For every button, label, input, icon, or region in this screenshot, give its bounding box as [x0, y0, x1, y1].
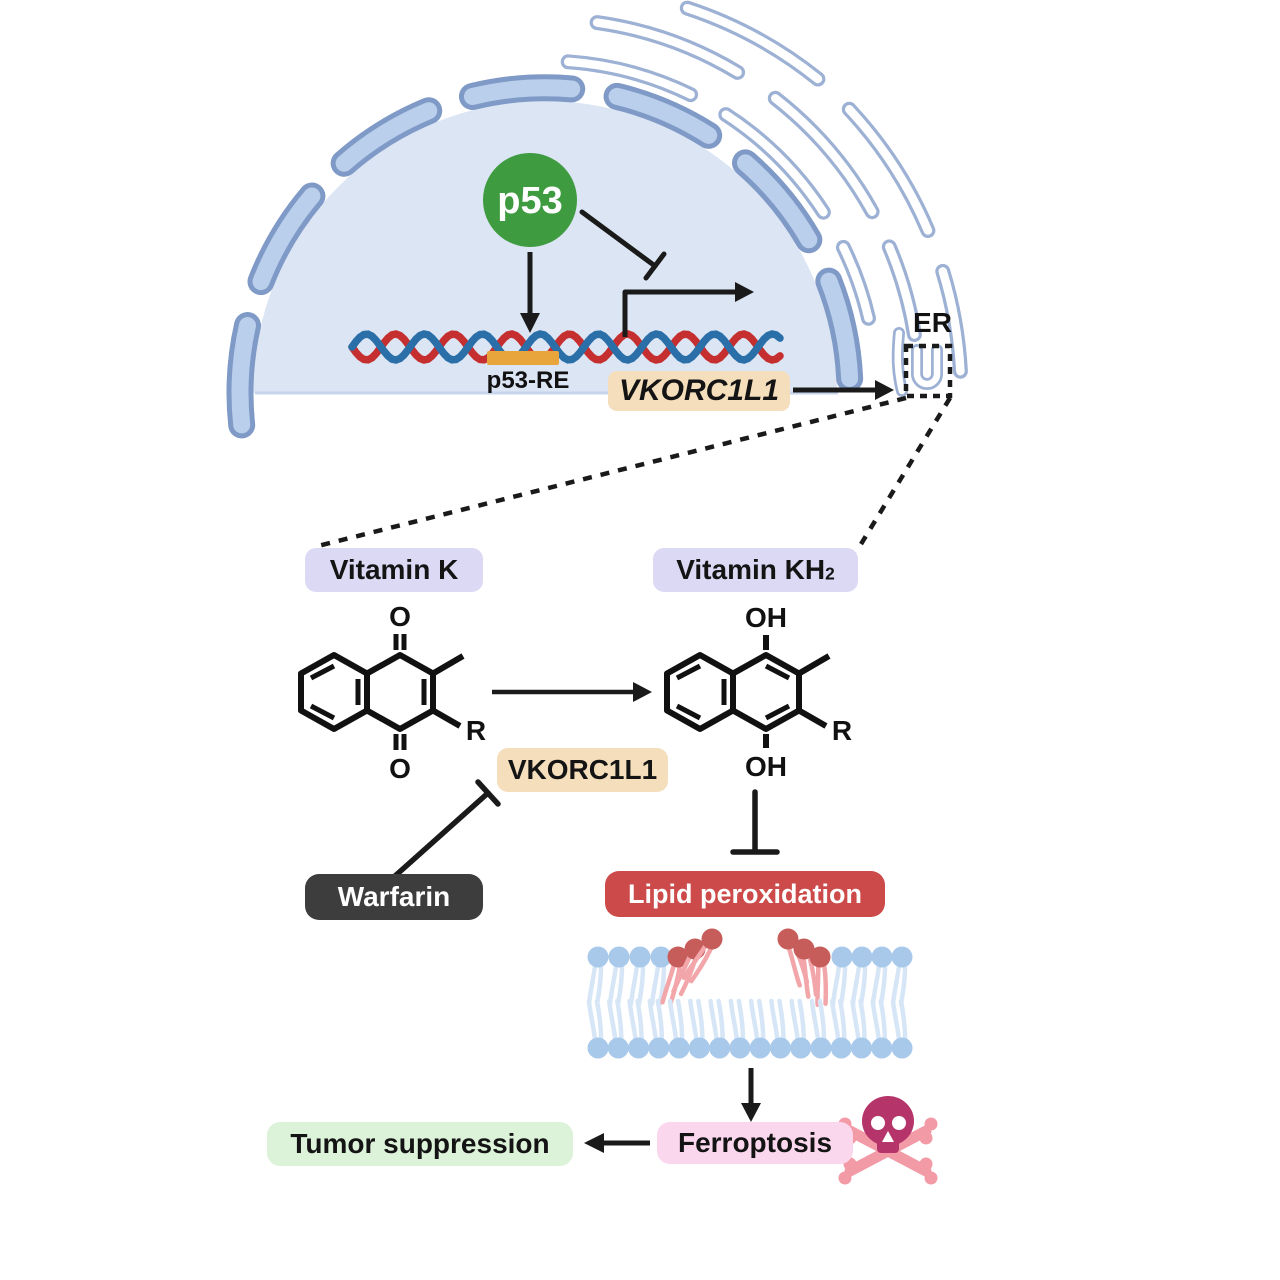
nucleus-body	[253, 101, 837, 393]
reduction-arrow	[492, 682, 652, 702]
warfarin-inhibition-line	[392, 779, 501, 879]
skull	[862, 1096, 914, 1153]
kh2-inhibition-line	[730, 789, 780, 855]
dna-helix	[348, 330, 784, 364]
lipid	[628, 946, 651, 1007]
lipid	[647, 998, 670, 1059]
lipid	[850, 998, 873, 1059]
lipid	[850, 946, 873, 1007]
vitamin-k-structure	[298, 634, 465, 750]
nucleus	[226, 74, 864, 439]
lipid	[789, 998, 812, 1059]
oxygen-bottom-label: O	[389, 753, 411, 784]
lipid	[667, 998, 690, 1059]
methyl-bond	[431, 653, 465, 677]
r-group-bond	[797, 707, 828, 729]
lipid	[809, 998, 832, 1059]
lipid	[829, 998, 852, 1059]
ferroptosis-label: Ferroptosis	[657, 1122, 853, 1164]
lipid	[586, 946, 609, 1007]
lipid-peroxidation-label: Lipid peroxidation	[605, 871, 885, 917]
p53-re-label: p53-RE	[486, 367, 570, 394]
gene-to-er-arrow	[793, 380, 894, 400]
vkorc1l1-gene-label: VKORC1L1	[608, 371, 790, 411]
warfarin-label: Warfarin	[305, 874, 483, 920]
vitamin-kh2-base: Vitamin KH	[676, 554, 826, 585]
nuclear-envelope	[231, 79, 859, 434]
er-label: ER	[913, 307, 952, 338]
lipid-bilayer	[586, 928, 913, 1059]
transcription-arrow	[622, 282, 754, 337]
damaged-lipid	[809, 946, 831, 1008]
vitamin-kh2-subscript: 2	[825, 563, 835, 584]
p53-label: p53	[497, 180, 562, 222]
r-group-label: R	[466, 715, 486, 746]
damaged-lipid	[681, 928, 723, 984]
methyl-bond	[797, 653, 831, 677]
lipid	[890, 998, 913, 1059]
p53-binding-arrow	[520, 252, 540, 333]
er-zoom-tubes	[891, 327, 943, 397]
vkorc1l1-enzyme-label: VKORC1L1	[497, 748, 668, 792]
oxygen-top-label: O	[389, 601, 411, 632]
p53-inhibition-line	[579, 209, 667, 281]
lipid	[627, 998, 650, 1059]
lipid	[607, 998, 629, 1059]
lipid	[607, 946, 630, 1007]
lipid	[870, 946, 893, 1007]
lipid	[728, 998, 751, 1059]
r-group-label: R	[832, 715, 852, 746]
r-group-bond	[431, 707, 462, 729]
vitamin-k-label: Vitamin K	[305, 548, 483, 592]
zoom-line-right	[856, 396, 952, 551]
endoplasmic-reticulum	[560, 0, 968, 397]
ferroptosis-arrow	[741, 1068, 761, 1122]
hydroxyl-top-label: OH	[745, 602, 787, 633]
er-zoom-box	[317, 343, 953, 551]
lipid	[769, 998, 791, 1059]
lipid	[586, 998, 609, 1059]
skull-crossbones-icon	[838, 1096, 938, 1185]
vitamin-kh2-structure	[664, 635, 831, 748]
lipid	[830, 946, 853, 1007]
lipid	[870, 998, 893, 1059]
p53-response-element-bar	[487, 351, 559, 365]
lipid	[708, 998, 731, 1059]
lipid	[890, 946, 913, 1007]
tumor-suppression-label: Tumor suppression	[267, 1122, 573, 1166]
lipid	[688, 998, 710, 1059]
hydroxyl-bottom-label: OH	[745, 751, 787, 782]
zoom-line-left	[317, 395, 907, 549]
p53-protein: p53	[483, 153, 577, 247]
tumor-suppression-arrow	[584, 1133, 650, 1153]
lipid	[748, 998, 771, 1059]
